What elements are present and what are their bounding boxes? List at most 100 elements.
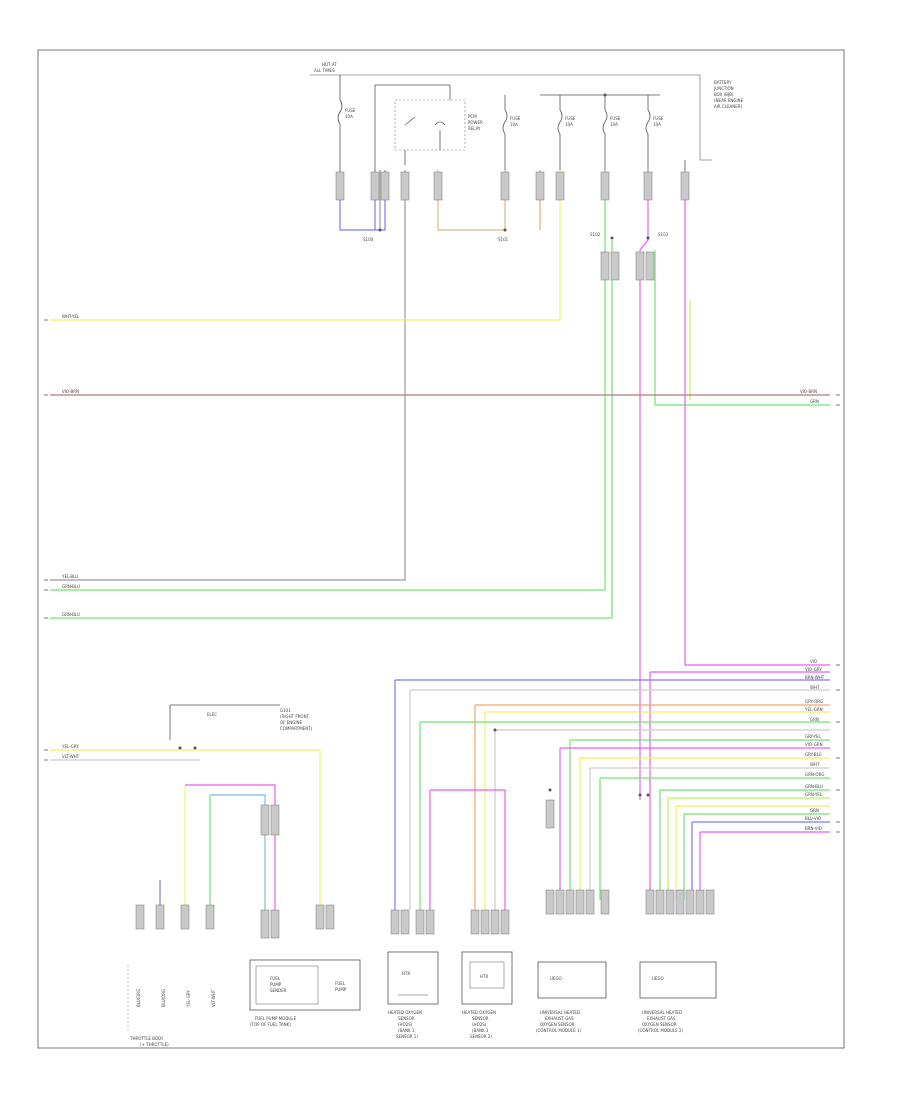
uego-2-text: UEGO — [652, 976, 664, 981]
uego-module-2: UEGO UNIVERSAL HEATED EXHAUST GAS OXYGEN… — [638, 961, 717, 1033]
uego-1-label-3: OXYGEN SENSOR — [540, 1022, 575, 1027]
fuse-2-label-a: FUSE — [510, 116, 521, 121]
fuse-3-label-a: FUSE — [565, 116, 576, 121]
oxygen-sensor-1: HTR HEATED OXYGEN SENSOR (HO2S) (BANK 1 … — [387, 951, 439, 1039]
splice-s100: S100 — [363, 237, 374, 242]
ground-label-1: G101 — [280, 708, 291, 713]
diagram-frame — [37, 49, 845, 1049]
uego-2-label-2: EXHAUST GAS — [647, 1016, 676, 1021]
uego-2-label-4: (CONTROL MODULE 2) — [638, 1028, 684, 1033]
left-wire-6: YEL-GRY — [61, 744, 79, 749]
o2-2-label-4: (BANK 1 — [472, 1028, 489, 1033]
right-wire-18: BLU-VIO — [805, 816, 821, 821]
fuel-pump-label-1: FUEL PUMP MODULE — [255, 1016, 297, 1021]
bjb-label-2: JUNCTION — [713, 86, 734, 91]
splice-labels: S100 S101 S102 S103 — [363, 228, 669, 242]
right-wire-16: GRN-YEL — [805, 792, 823, 797]
right-wire-9: GRN — [810, 717, 819, 722]
ground-label-3: OF ENGINE — [280, 720, 303, 725]
uego-2-label-1: UNIVERSAL HEATED — [642, 1010, 682, 1015]
top-wires — [50, 170, 830, 800]
relay-label-a: PCM — [468, 114, 477, 119]
left-wire-7: VLT-WHT — [62, 754, 80, 759]
lower-left-wires — [50, 749, 321, 910]
throttle-pin-2: BLU/ORG — [161, 989, 166, 1007]
relay-label-b: POWER — [468, 120, 483, 125]
battery-junction-box: HOT AT ALL TIMES BATTERY JUNCTION BOX (B… — [310, 62, 744, 170]
oxygen-sensor-2: HTR HEATED OXYGEN SENSOR (HO2S) (BANK 1 … — [461, 951, 513, 1039]
fuse-4-label-b: 10A — [610, 122, 618, 127]
left-wire-4: GRN-BLU — [62, 584, 80, 589]
fuse-1: FUSE 10A — [337, 99, 356, 170]
throttle-pin-4: VLT-WHT — [211, 989, 216, 1007]
fuse-5: FUSE 10A — [645, 95, 664, 170]
uego-module-1: UEGO UNIVERSAL HEATED EXHAUST GAS OXYGEN… — [536, 961, 607, 1033]
ground-g101: ELEC G101 (RIGHT FRONT OF ENGINE COMPART… — [169, 704, 313, 750]
fuse-3: FUSE 10A — [557, 95, 576, 170]
right-wire-6: WHT — [810, 685, 820, 690]
left-wire-3: YEL-BLU — [61, 574, 78, 579]
fuel-pump-inner-3: SENDER — [270, 988, 287, 993]
o2-1-label-1: HEATED OXYGEN — [388, 1010, 422, 1015]
throttle-body: BLU/ORG BLU/ORG YEL-GRY VLT-WHT THROTTLE… — [127, 965, 216, 1047]
o2-2-label-3: (HO2S) — [472, 1022, 487, 1027]
bjb-outline — [310, 74, 712, 161]
bjb-label-3: BOX (BJB) — [714, 92, 734, 97]
all-times-label: ALL TIMES — [314, 68, 335, 73]
fuel-pump-right-2: PUMP — [335, 987, 347, 992]
right-wire-2: GRN — [810, 399, 819, 404]
right-wire-17: GRN — [810, 808, 819, 813]
splice-s102: S102 — [590, 232, 601, 237]
o2-2-label-1: HEATED OXYGEN — [462, 1010, 496, 1015]
uego-2-label-3: OXYGEN SENSOR — [642, 1022, 677, 1027]
fuel-pump-inner-2: PUMP — [270, 982, 282, 987]
fuse-1-label-a: FUSE — [345, 108, 356, 113]
right-wire-3: VIO — [810, 659, 817, 664]
throttle-pin-3: YEL-GRY — [186, 990, 191, 1008]
right-wire-7: GRY-ORG — [805, 699, 823, 704]
lower-connector-blocks — [135, 799, 715, 939]
o2-1-label-4: (BANK 1 — [398, 1028, 415, 1033]
left-wire-1: WHT-YEL — [62, 314, 80, 319]
fuse-2-label-b: 10A — [510, 122, 518, 127]
splice-s103: S103 — [658, 232, 669, 237]
throttle-pin-1: BLU/ORG — [136, 989, 141, 1007]
right-wire-10: GRY-YEL — [805, 734, 822, 739]
right-wire-5: BRN-WHT — [805, 675, 825, 680]
left-wire-labels: WHT-YEL VIO-BRN YEL-BLU GRN-BLU GRN-BLU … — [44, 314, 80, 761]
bjb-label-1: BATTERY — [714, 80, 732, 85]
bjb-label-5: AIR CLEANER) — [714, 104, 743, 109]
right-wire-15: GRN-BLU — [805, 784, 823, 789]
lower-splices — [493, 728, 650, 797]
o2-1-heater: HTR — [402, 971, 410, 976]
fuse-4-label-a: FUSE — [610, 116, 621, 121]
right-wire-8: YEL-GRN — [804, 707, 823, 712]
o2-1-label-2: SENSOR — [398, 1016, 415, 1021]
relay-label-c: RELAY — [468, 126, 481, 131]
fuel-pump-module: FUEL PUMP SENDER FUEL PUMP FUEL PUMP MOD… — [249, 959, 361, 1027]
fuel-pump-right-1: FUEL — [335, 981, 346, 986]
o2-1-label-3: (HO2S) — [398, 1022, 413, 1027]
right-wire-1: VIO-BRN — [800, 389, 817, 394]
right-wire-12: GRY-BLU — [805, 752, 822, 757]
right-wire-11: VIO-GRN — [805, 742, 823, 747]
uego-1-label-1: UNIVERSAL HEATED — [540, 1010, 580, 1015]
fuse-5-label-a: FUSE — [653, 116, 664, 121]
right-wire-labels: VIO-BRN GRN VIO VIO-GRY BRN-WHT WHT GRY-… — [800, 389, 840, 833]
fuse-3-label-b: 10A — [565, 122, 573, 127]
uego-1-label-4: (CONTROL MODULE 1) — [536, 1028, 582, 1033]
pcm-power-relay: PCM POWER RELAY — [394, 99, 483, 165]
right-wire-19: BRN-VIO — [805, 826, 822, 831]
o2-2-label-5: SENSOR 2) — [470, 1034, 492, 1039]
throttle-label-2: (+ THROTTLE) — [140, 1042, 169, 1047]
fuse-1-label-b: 10A — [345, 114, 353, 119]
ground-label-2: (RIGHT FRONT — [280, 714, 310, 719]
fuse-4: FUSE 10A — [602, 109, 621, 170]
bjb-label-4: (NEAR ENGINE — [714, 98, 744, 103]
o2-2-heater: HTR — [480, 974, 488, 979]
o2-2-label-2: SENSOR — [472, 1016, 489, 1021]
fuel-pump-inner-1: FUEL — [270, 976, 281, 981]
fuel-pump-label-2: (TOP OF FUEL TANK) — [250, 1022, 291, 1027]
o2-1-label-5: SENSOR 1) — [396, 1034, 418, 1039]
